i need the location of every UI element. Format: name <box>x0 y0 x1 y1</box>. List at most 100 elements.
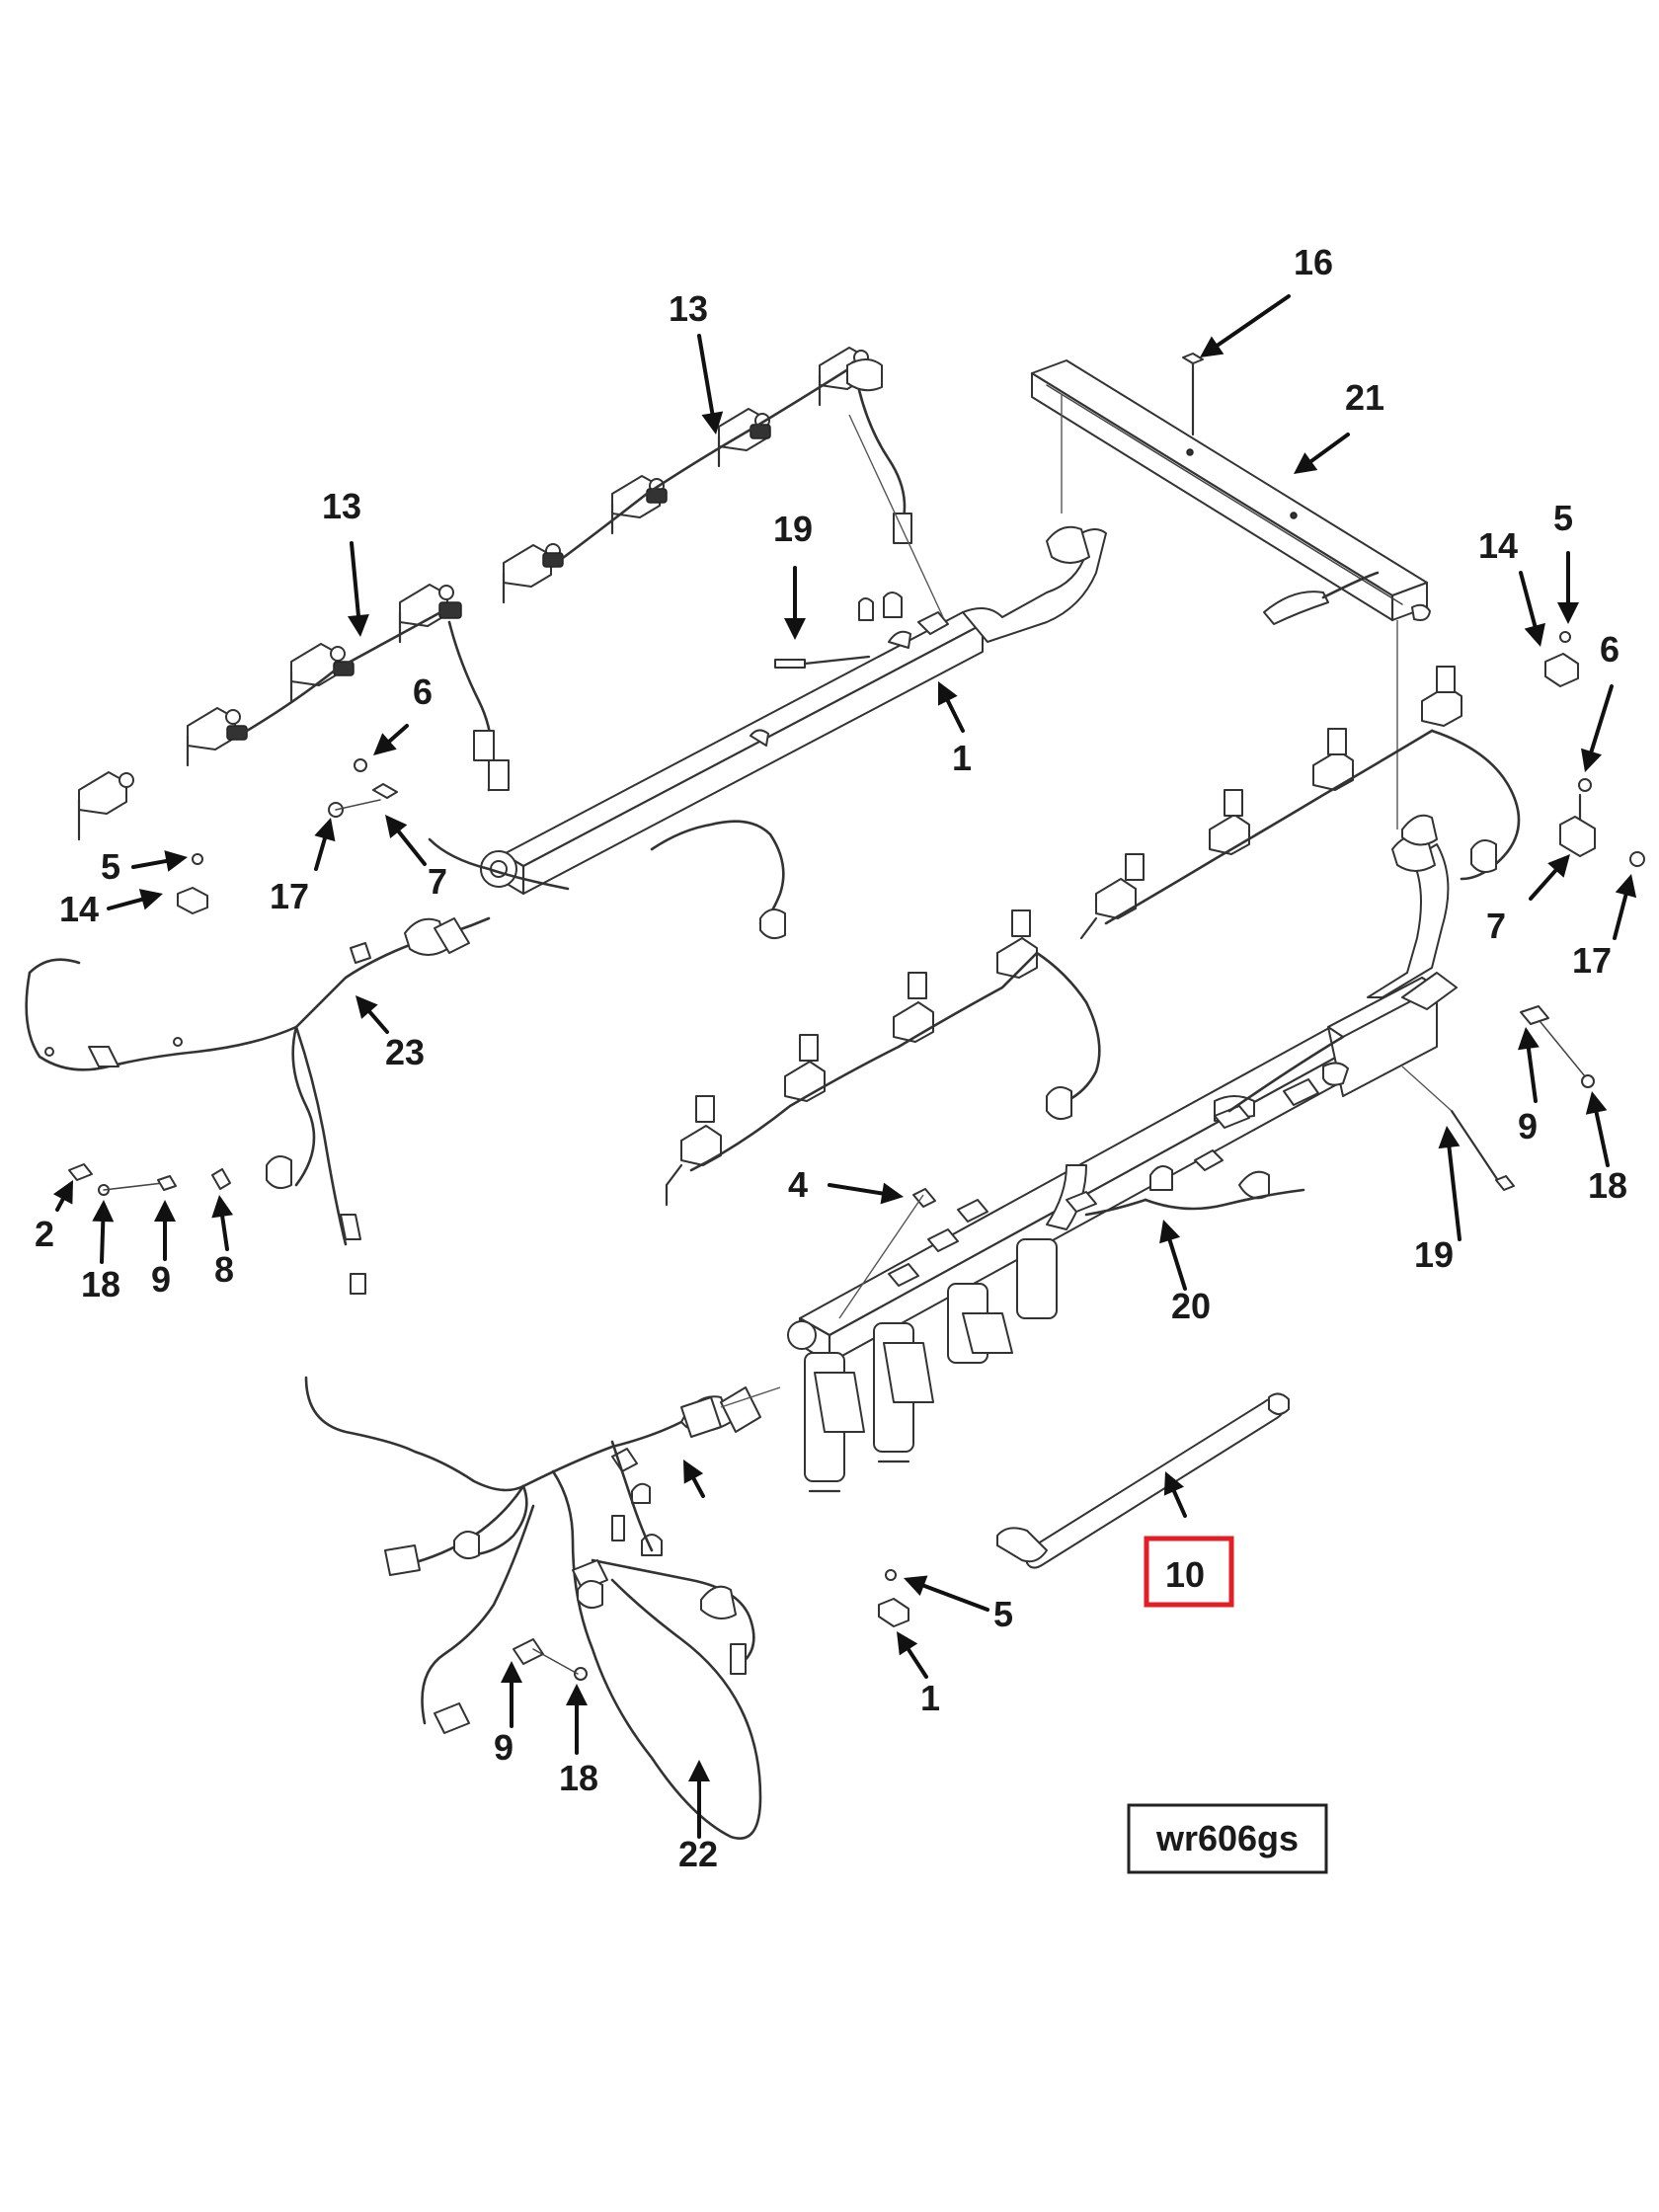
callout-9-lower: 9 <box>494 1727 514 1768</box>
callout-arrow-head <box>1547 854 1570 878</box>
callout-21: 21 <box>1345 377 1384 418</box>
lower-bracket <box>878 1569 909 1627</box>
callout-arrow-head <box>373 733 397 755</box>
callout-9-left: 9 <box>151 1259 171 1300</box>
callout-arrow-line <box>1526 1046 1538 1103</box>
callout-arrow-line <box>1167 1237 1187 1291</box>
callout-6-right: 6 <box>1600 629 1620 670</box>
callout-arrow-head <box>566 1684 588 1705</box>
callout-1-lower: 1 <box>920 1678 940 1718</box>
callout-8: 8 <box>214 1249 234 1290</box>
callout-2: 2 <box>35 1214 54 1254</box>
callout-18-left: 18 <box>81 1264 120 1304</box>
callout-17-left: 17 <box>270 876 309 916</box>
lower-fuel-rail <box>787 814 1458 1493</box>
callout-arrow-head <box>1200 336 1224 357</box>
lower-injector-row <box>665 666 1521 1207</box>
upper-injector-row-left <box>77 584 510 841</box>
callout-arrow-head <box>1581 748 1603 772</box>
callout-arrow-line <box>1594 1110 1610 1167</box>
callout-arrow-head <box>938 681 958 706</box>
callout-arrow-head <box>1438 1126 1461 1149</box>
callout-6-left: 6 <box>413 672 433 712</box>
drawing-code: wr606gs <box>1155 1818 1299 1858</box>
callout-13-right: 13 <box>669 288 708 329</box>
callout-arrow-line <box>1216 294 1291 348</box>
callout-19-upper: 19 <box>773 509 813 549</box>
callout-13-left: 13 <box>322 486 361 526</box>
callout-5-right: 5 <box>1553 498 1573 538</box>
bolt-16-drawing <box>1182 353 1204 436</box>
drawing-code-label: wr606gs <box>1127 1803 1328 1874</box>
callout-arrow-line <box>697 334 715 416</box>
callout-7-left: 7 <box>428 861 447 902</box>
lower-wire-harness <box>304 1376 781 1840</box>
callout-arrow-line <box>1447 1145 1462 1241</box>
callout-arrow-head <box>1524 622 1545 647</box>
callout-arrow-head <box>1518 1027 1540 1051</box>
callout-arrow-head <box>385 815 408 839</box>
callout-arrow-line <box>921 1583 989 1612</box>
callout-arrow-line <box>1589 684 1614 753</box>
left-wire-harness <box>25 820 786 1295</box>
callout-arrow-head <box>1615 874 1637 899</box>
callout-arrow-line <box>367 1009 389 1034</box>
callout-arrow-line <box>107 897 144 910</box>
callout-arrow-head <box>904 1575 928 1597</box>
callout-5-left: 5 <box>101 846 120 887</box>
callout-arrow-head <box>314 818 336 842</box>
callout-arrow-line <box>314 836 327 871</box>
callout-arrow-head <box>92 1200 115 1223</box>
callout-arrow-line <box>1171 1489 1187 1518</box>
callout-arrow-line <box>100 1219 106 1264</box>
callout-arrow-head <box>1159 1220 1181 1244</box>
callout-arrow-head <box>1557 602 1579 624</box>
upper-injector-row-right <box>502 347 912 604</box>
callout-5-lower: 5 <box>993 1594 1013 1634</box>
callout-arrow-head <box>347 614 369 637</box>
callout-22: 22 <box>678 1834 718 1874</box>
callout-arrow-line <box>907 1647 928 1679</box>
callout-arrow-head <box>897 1631 918 1656</box>
exploded-view-line-art <box>25 347 1645 1840</box>
clip-4-drawing <box>838 1188 936 1319</box>
callout-17-right: 17 <box>1572 940 1612 981</box>
callout-arrow-line <box>1529 868 1558 901</box>
callout-arrow-line <box>945 698 965 733</box>
callout-10[interactable]: 10 <box>1165 1554 1205 1595</box>
callout-arrows <box>52 294 1637 1839</box>
callout-4: 4 <box>788 1164 808 1205</box>
sensor-19-lower <box>1401 1066 1515 1191</box>
callout-arrow-line <box>131 858 169 869</box>
callout-arrow-head <box>1163 1471 1184 1496</box>
callout-14-right: 14 <box>1478 525 1518 566</box>
callout-9-right: 9 <box>1518 1106 1538 1146</box>
sensor-19-upper <box>774 592 903 669</box>
callout-arrow-line <box>396 830 427 866</box>
callout-labels: 16 21 13 13 19 1 6 5 14 17 7 23 14 5 6 7… <box>35 242 1627 1874</box>
callout-19-lower: 19 <box>1414 1234 1454 1275</box>
callout-arrow-line <box>691 1476 705 1498</box>
right-brackets <box>1520 631 1645 1088</box>
callout-arrow-head <box>880 1182 904 1205</box>
callout-arrow-head <box>501 1661 522 1683</box>
mounting-rail <box>1030 359 1431 830</box>
callout-18-right: 18 <box>1588 1165 1627 1206</box>
callout-arrow-line <box>1308 433 1350 464</box>
callout-1-upper: 1 <box>952 738 972 778</box>
callout-arrow-head <box>784 618 806 640</box>
callout-arrow-head <box>52 1180 73 1205</box>
callout-16: 16 <box>1294 242 1333 282</box>
callout-arrow-line <box>55 1197 65 1212</box>
callout-20: 20 <box>1171 1286 1211 1326</box>
callout-arrow-line <box>350 541 360 618</box>
upper-fuel-rail <box>480 414 1107 896</box>
callout-arrow-head <box>138 889 163 910</box>
callout-arrow-line <box>828 1183 885 1196</box>
left-brackets <box>177 758 398 914</box>
callout-arrow-line <box>1519 571 1538 628</box>
callout-arrow-line <box>220 1214 229 1251</box>
callout-arrow-line <box>387 724 409 744</box>
callout-arrow-head <box>1585 1091 1608 1115</box>
